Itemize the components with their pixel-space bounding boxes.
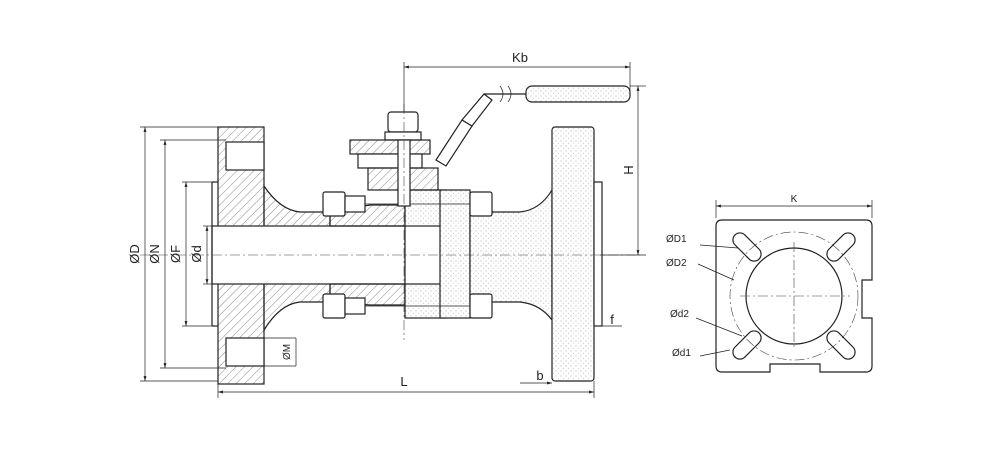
left-bolt-hole-top xyxy=(225,141,265,171)
dim-D1-label: ØD1 xyxy=(666,234,687,245)
centerlines xyxy=(140,104,640,340)
dimensions-left: ØD ØN ØF Ød ØM xyxy=(127,126,297,382)
dim-K-label: K xyxy=(791,194,798,205)
dim-d1-label: Ød1 xyxy=(672,348,691,359)
mounting-slots xyxy=(732,232,856,360)
left-bolt-hole-bottom xyxy=(225,337,265,367)
stem-and-handle xyxy=(349,85,631,207)
dim-M-label: ØM xyxy=(282,344,293,360)
stem-nut xyxy=(387,111,419,133)
dimensions-main: L b f Kb H xyxy=(217,50,646,398)
mounting-pad-view: K ØD1 ØD2 Ød2 Ød1 xyxy=(666,194,873,373)
dim-N-label: ØN xyxy=(147,244,162,264)
valve-body xyxy=(329,187,553,322)
dim-d-label: Ød xyxy=(189,245,204,262)
dim-Kb-label: Kb xyxy=(512,50,528,65)
dim-L-label: L xyxy=(400,374,407,389)
right-flange xyxy=(551,126,603,382)
dim-D-label: ØD xyxy=(127,244,142,264)
body-bolts xyxy=(322,191,493,319)
dim-b-label: b xyxy=(536,368,543,383)
handle-grip xyxy=(525,85,631,103)
dim-D2-label: ØD2 xyxy=(666,258,687,269)
dim-H-label: H xyxy=(621,165,636,174)
dim-f-label: f xyxy=(610,312,614,327)
dim-F-label: ØF xyxy=(168,245,183,263)
dim-d2-label: Ød2 xyxy=(670,309,689,320)
